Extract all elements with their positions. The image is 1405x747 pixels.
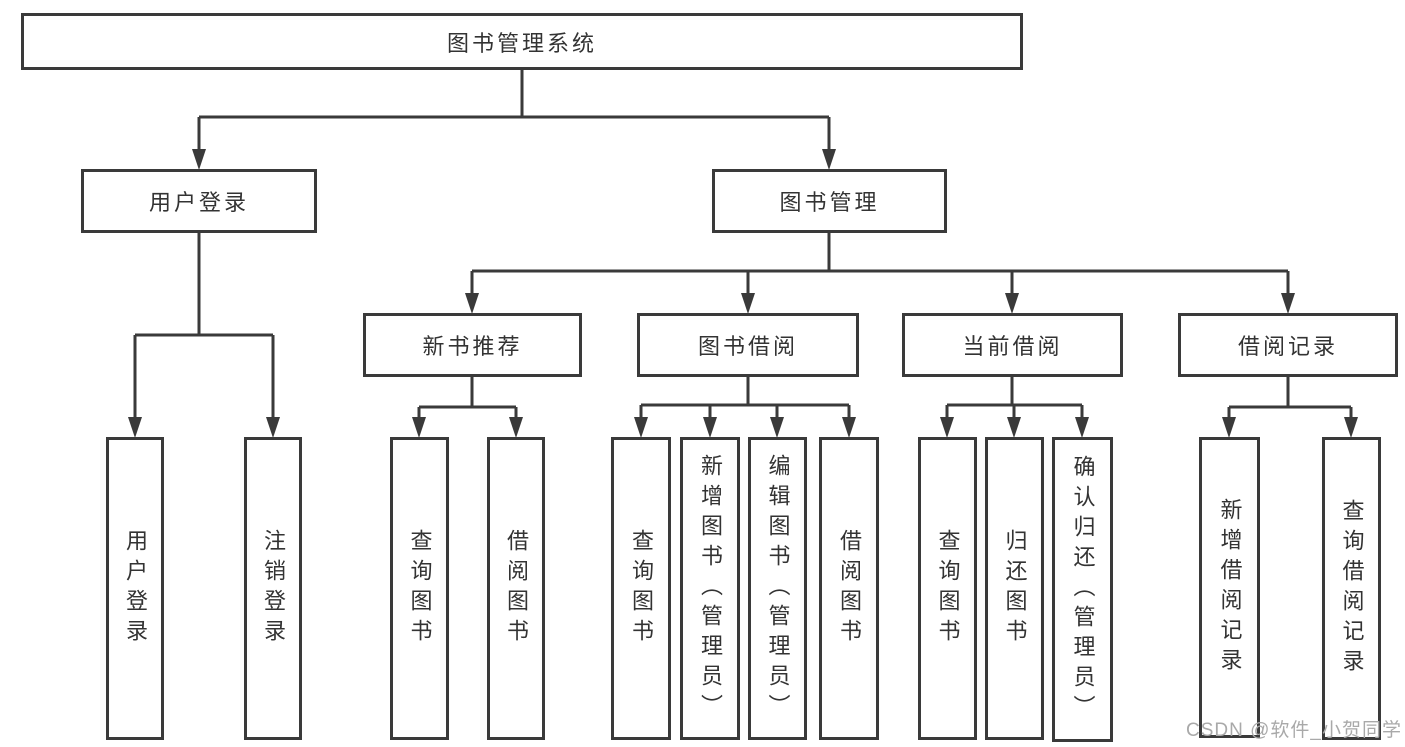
node-leaf-query-book-1: 查询图书 (390, 437, 449, 740)
node-leaf-borrow-book-1: 借阅图书 (487, 437, 545, 740)
node-leaf-edit-book-admin: 编辑图书（管理员） (748, 437, 807, 740)
connector-book-management-children (465, 233, 1295, 314)
node-leaf-add-book-admin: 新增图书（管理员） (680, 437, 740, 740)
connector-root-to-level2 (192, 70, 836, 170)
node-user-login: 用户登录 (81, 169, 317, 233)
node-leaf-query-borrow-record: 查询借阅记录 (1322, 437, 1381, 740)
node-current-borrow: 当前借阅 (902, 313, 1123, 377)
node-leaf-add-borrow-record: 新增借阅记录 (1199, 437, 1260, 738)
node-book-borrow: 图书借阅 (637, 313, 859, 377)
node-new-book-recommend: 新书推荐 (363, 313, 582, 377)
connector-current-borrow-children (940, 377, 1089, 438)
node-book-management: 图书管理 (712, 169, 947, 233)
node-leaf-query-book-2: 查询图书 (611, 437, 671, 740)
connector-new-book-children (412, 377, 523, 438)
node-leaf-user-login: 用户登录 (106, 437, 164, 740)
node-leaf-return-book: 归还图书 (985, 437, 1044, 740)
csdn-watermark: CSDN @软件_小贺同学 (1186, 720, 1402, 741)
connector-borrow-record-children (1222, 377, 1358, 438)
node-borrow-record: 借阅记录 (1178, 313, 1398, 377)
node-leaf-borrow-book-2: 借阅图书 (819, 437, 879, 740)
node-leaf-logout: 注销登录 (244, 437, 302, 740)
node-leaf-confirm-return-admin: 确认归还（管理员） (1052, 437, 1113, 742)
node-root-library-system: 图书管理系统 (21, 13, 1023, 70)
node-leaf-query-book-3: 查询图书 (918, 437, 977, 740)
connector-user-login-children (128, 233, 280, 438)
connector-book-borrow-children (634, 377, 856, 438)
